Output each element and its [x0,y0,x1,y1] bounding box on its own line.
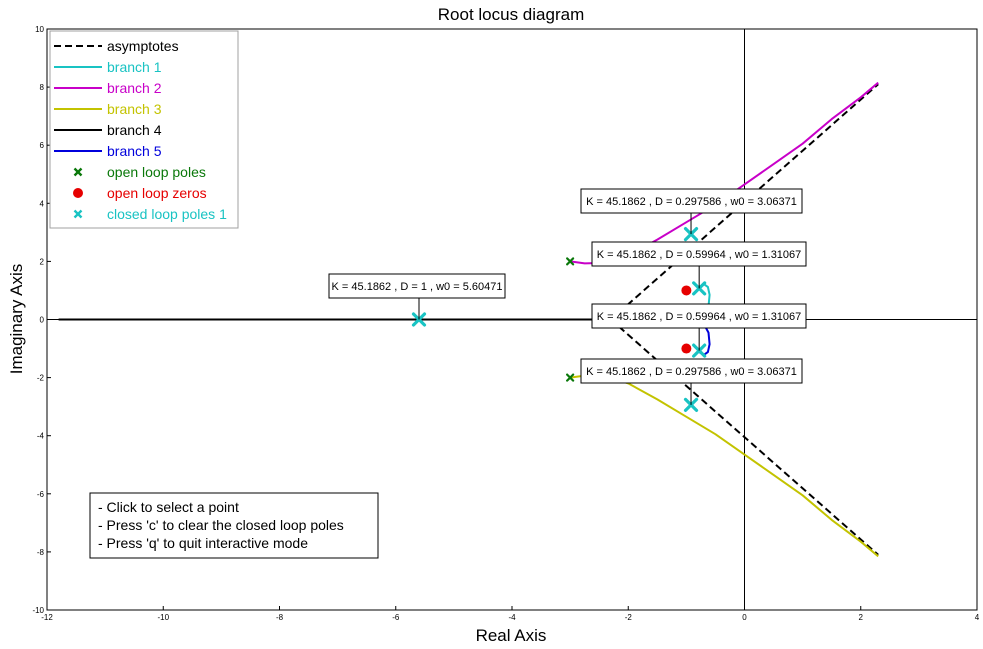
help-line: - Press 'q' to quit interactive mode [98,535,308,551]
y-tick-label: 8 [40,83,45,92]
y-tick-label: -8 [37,548,45,557]
x-tick-label: -12 [41,613,53,622]
x-tick-label: -6 [392,613,400,622]
annotation-text: K = 45.1862 , D = 0.59964 , w0 = 1.31067 [597,311,802,323]
chart-title: Root locus diagram [438,5,584,24]
legend-entry: branch 3 [54,101,162,117]
y-tick-label: -4 [37,432,45,441]
legend-label: branch 5 [107,143,162,159]
annotation-text: K = 45.1862 , D = 1 , w0 = 5.60471 [332,281,503,293]
legend-label: branch 3 [107,101,162,117]
open-loop-pole-marker-stroke-b [566,257,575,266]
annotation-box [591,303,807,329]
help-box: - Click to select a point - Press 'c' to … [89,492,379,559]
legend-entry: branch 4 [54,122,162,138]
help-box-frame [89,492,379,559]
annotation-text: K = 45.1862 , D = 0.59964 , w0 = 1.31067 [597,249,802,261]
annotation-box [580,358,803,384]
help-line: - Press 'c' to clear the closed loop pol… [98,517,344,533]
x-tick-label: -2 [625,613,633,622]
open-loop-pole-marker-stroke-b [566,373,575,382]
pole-annotation[interactable]: K = 45.1862 , D = 0.297586 , w0 = 3.0637… [580,188,803,235]
pole-annotation[interactable]: K = 45.1862 , D = 0.59964 , w0 = 1.31067 [591,241,807,289]
y-tick-label: 0 [40,316,45,325]
x-tick-label: 0 [742,613,747,622]
pole-annotation[interactable]: K = 45.1862 , D = 0.59964 , w0 = 1.31067 [591,303,807,351]
y-tick-label: 10 [35,25,44,34]
annotation-text: K = 45.1862 , D = 0.297586 , w0 = 3.0637… [586,366,797,378]
y-tick-label: 6 [40,141,45,150]
x-tick-label: -10 [157,613,169,622]
legend-label: open loop zeros [107,185,207,201]
legend-entry: asymptotes [54,38,179,54]
legend: asymptotes branch 1 branch 2 branch 3 branch… [49,30,239,229]
legend-entry: open loop zeros [73,185,207,201]
legend-label: branch 4 [107,122,162,138]
pole-annotation[interactable]: K = 45.1862 , D = 1 , w0 = 5.60471 [328,273,506,320]
legend-entry: branch 2 [54,80,162,96]
y-tick-label: -10 [32,606,44,615]
y-tick-label: -2 [37,374,45,383]
x-tick-label: -4 [508,613,516,622]
y-tick-label: 4 [40,199,45,208]
x-tick-label: -8 [276,613,284,622]
legend-entry: closed loop poles 1 [73,206,227,222]
open-loop-zero-marker [681,343,692,354]
open-loop-pole-marker [566,373,575,382]
x-tick-label: 2 [859,613,864,622]
legend-swatch-x-b [73,209,83,219]
annotation-text: K = 45.1862 , D = 0.297586 , w0 = 3.0637… [586,196,797,208]
legend-swatch-dot [73,188,83,198]
legend-swatch-x-b [73,167,83,177]
legend-label: closed loop poles 1 [107,206,227,222]
legend-entry: branch 5 [54,143,162,159]
legend-label: open loop poles [107,164,206,180]
x-axis-label: Real Axis [476,626,547,645]
y-tick-label: -6 [37,490,45,499]
open-loop-pole-marker [566,257,575,266]
y-axis-label: Imaginary Axis [7,264,26,375]
pole-annotation[interactable]: K = 45.1862 , D = 0.297586 , w0 = 3.0637… [580,358,803,405]
help-line: - Click to select a point [98,499,239,515]
y-tick-label: 2 [40,257,45,266]
legend-label: branch 1 [107,59,162,75]
legend-label: branch 2 [107,80,162,96]
annotation-box [580,188,803,214]
open-loop-zero-marker [681,285,692,296]
legend-entry: open loop poles [73,164,206,180]
x-tick-label: 4 [975,613,980,622]
legend-label: asymptotes [107,38,179,54]
annotation-box [328,273,506,299]
legend-entry: branch 1 [54,59,162,75]
annotation-box [591,241,807,267]
